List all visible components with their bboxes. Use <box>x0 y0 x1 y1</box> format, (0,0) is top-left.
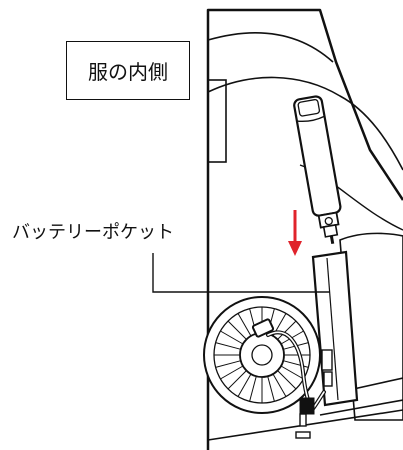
callout-leader-line <box>152 253 330 293</box>
fan-icon <box>203 296 321 414</box>
down-arrow-icon <box>288 210 302 256</box>
inner-panel-curve <box>339 232 403 421</box>
battery-pocket <box>311 250 359 407</box>
inside-clothing-label: 服の内側 <box>66 41 190 100</box>
cable-connector-icon <box>251 318 326 439</box>
battery-icon <box>293 95 342 244</box>
inside-clothing-text: 服の内側 <box>88 60 168 84</box>
hem-line-2 <box>319 399 403 416</box>
battery-pocket-label: バッテリーポケット <box>12 222 174 243</box>
seam-pocket <box>207 79 227 163</box>
